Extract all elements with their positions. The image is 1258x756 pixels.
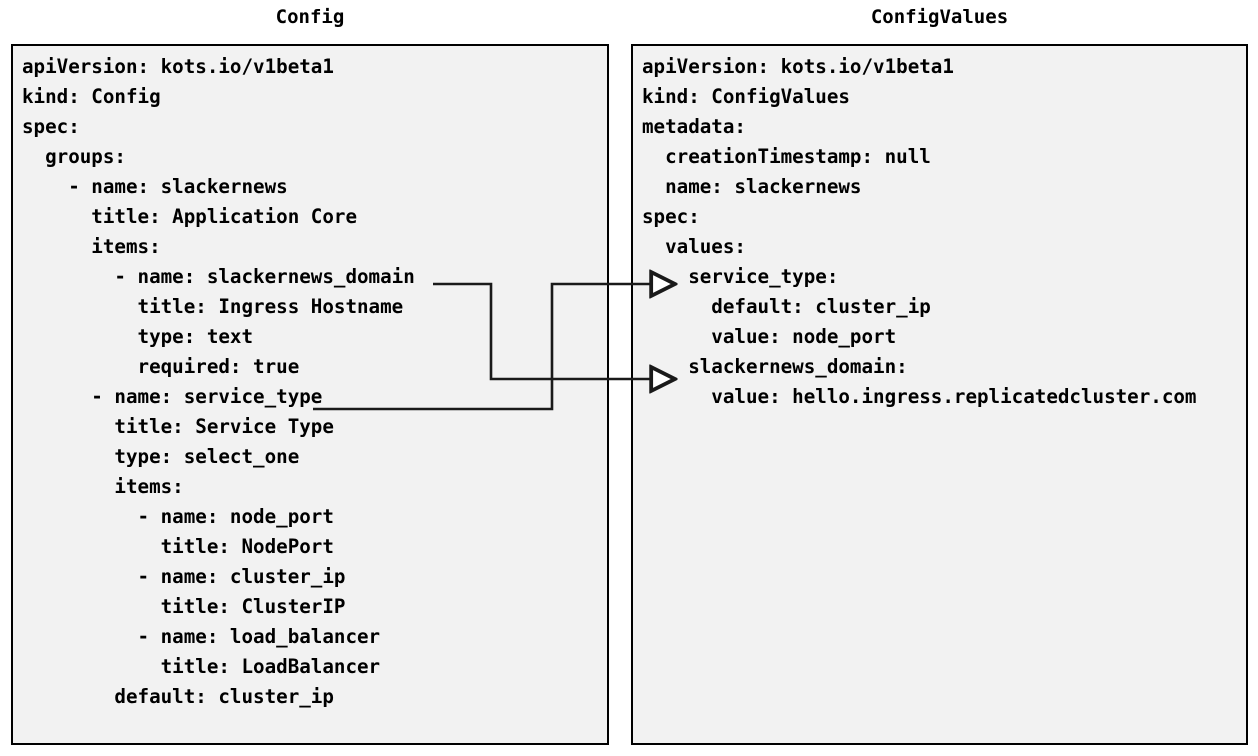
- panel-title-configvalues: ConfigValues: [870, 6, 1009, 28]
- panel-title-config: Config: [275, 6, 345, 28]
- config-yaml-panel: apiVersion: kots.io/v1beta1 kind: Config…: [11, 44, 609, 745]
- config-yaml-code: apiVersion: kots.io/v1beta1 kind: Config…: [22, 55, 415, 708]
- configvalues-yaml-panel: apiVersion: kots.io/v1beta1 kind: Config…: [631, 44, 1248, 745]
- configvalues-yaml-code: apiVersion: kots.io/v1beta1 kind: Config…: [642, 55, 1197, 408]
